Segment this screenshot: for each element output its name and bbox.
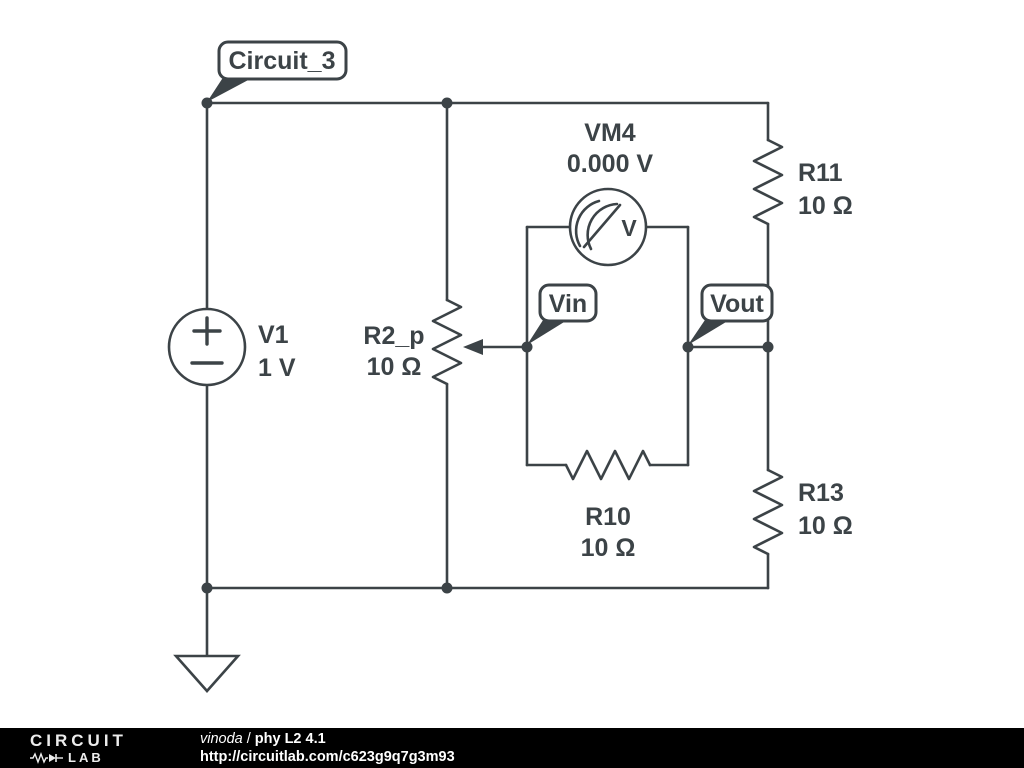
vm4-name: VM4 (584, 119, 636, 147)
vm4-gauge-arc1 (574, 199, 601, 248)
circuit3-flag-box (217, 40, 348, 81)
resistor-r13: R13 10 Ω (752, 468, 853, 556)
r11-zigzag (752, 138, 784, 226)
voltmeter-vm4: V VM4 0.000 V (567, 119, 654, 267)
circuit3-flag-label: Circuit_3 (229, 47, 336, 75)
vout-flag-label: Vout (710, 290, 764, 318)
node-dot (682, 341, 694, 353)
circuitlab-logo: CIRCUIT LAB (0, 732, 200, 764)
logo-circuit-text: CIRCUIT (30, 731, 127, 750)
node-dot (441, 97, 453, 109)
vin-flag-pointer (527, 317, 569, 345)
r11-name: R11 (798, 159, 843, 187)
ground-symbol (173, 586, 241, 693)
footer-url[interactable]: http://circuitlab.com/c623g9q7g3m93 (200, 749, 455, 765)
footer-separator: / (246, 731, 251, 747)
net-flag-vout: Vout (688, 283, 774, 345)
r2p-zigzag (431, 298, 463, 386)
footer-author-title: vinoda/phy L2 4.1 (200, 731, 455, 747)
connection-nodes (201, 97, 774, 594)
vin-flag-label: Vin (549, 290, 587, 318)
r10-value: 10 Ω (581, 534, 636, 562)
vm4-unit-letter: V (621, 215, 637, 241)
footer-author: vinoda (200, 731, 243, 747)
resistor-r10: R10 10 Ω (564, 449, 652, 562)
resistor-diode-logo-icon (30, 751, 63, 764)
net-flag-vin: Vin (527, 283, 598, 345)
node-dot (521, 341, 533, 353)
v1-name: V1 (258, 321, 289, 349)
schematic-canvas: V1 1 V R2_p 10 Ω V VM4 0.000 V R10 10 Ω … (167, 40, 853, 693)
r13-zigzag (752, 468, 784, 556)
r13-value: 10 Ω (798, 512, 853, 540)
circuit-schematic: V1 1 V R2_p 10 Ω V VM4 0.000 V R10 10 Ω … (167, 40, 853, 693)
ground-triangle (173, 654, 241, 693)
node-dot (441, 582, 453, 594)
v1-value: 1 V (258, 354, 296, 382)
node-dot (201, 582, 213, 594)
vm4-reading: 0.000 V (567, 150, 654, 178)
logo-lab-text: LAB (68, 750, 104, 765)
net-flag-circuit3: Circuit_3 (207, 40, 348, 102)
voltage-source-v1: V1 1 V (167, 307, 296, 387)
footer-bar: CIRCUIT LAB vinoda/phy L2 4.1 http://cir… (0, 728, 1024, 768)
node-dot (762, 341, 774, 353)
r2p-wiper-arrow-icon (463, 339, 483, 355)
r2p-value: 10 Ω (367, 353, 422, 381)
circuit3-flag-pointer (207, 76, 252, 102)
plus-icon (192, 316, 222, 346)
vout-flag-pointer (688, 317, 731, 345)
footer-meta: vinoda/phy L2 4.1 http://circuitlab.com/… (200, 731, 455, 765)
r2p-name: R2_p (363, 322, 424, 350)
resistor-r11: R11 10 Ω (752, 138, 853, 226)
vm4-needle-icon (582, 203, 622, 249)
vout-flag-box (700, 283, 774, 323)
footer-project-title: phy L2 4.1 (254, 731, 326, 747)
r10-name: R10 (585, 503, 631, 531)
v1-circle (167, 307, 247, 387)
r13-name: R13 (798, 479, 844, 507)
r11-value: 10 Ω (798, 192, 853, 220)
potentiometer-r2p: R2_p 10 Ω (363, 298, 529, 386)
r10-zigzag (564, 449, 652, 481)
vin-flag-box (538, 283, 598, 323)
